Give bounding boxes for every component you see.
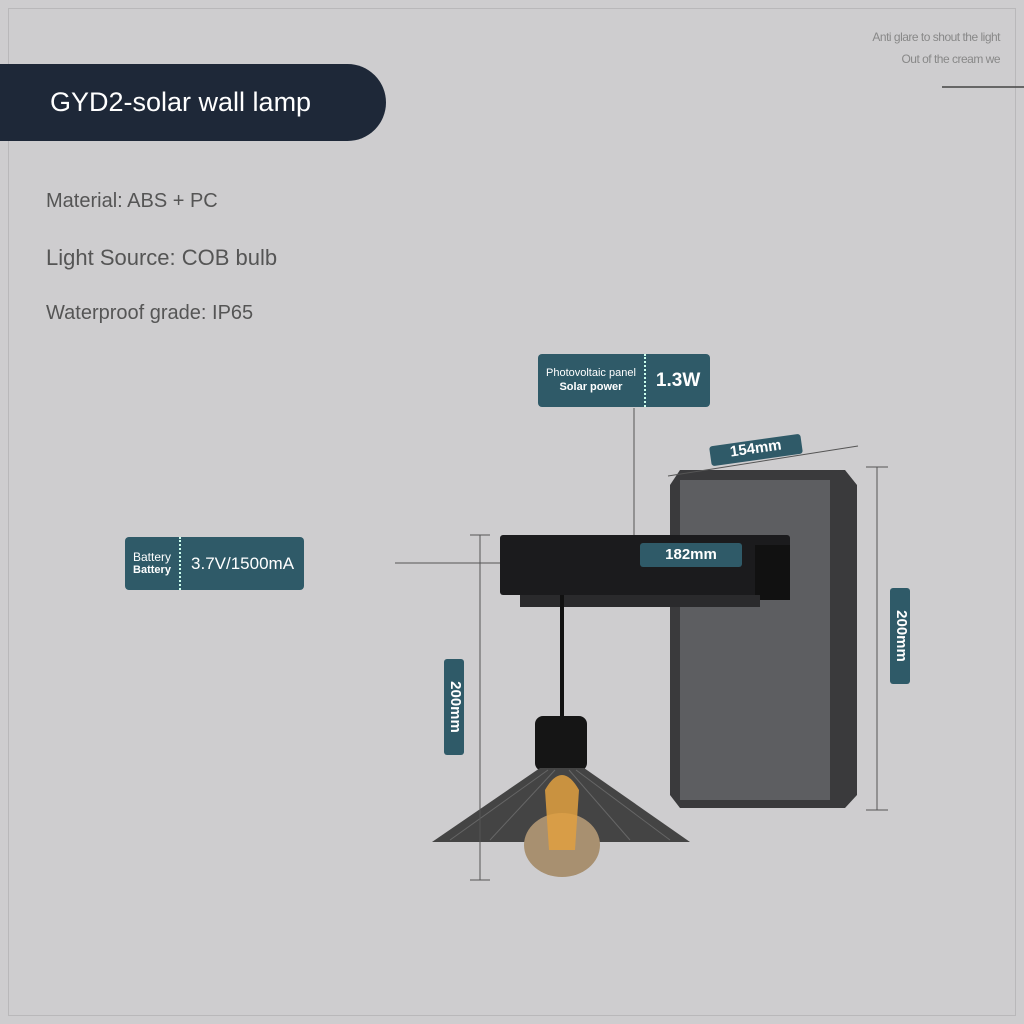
plate-height-label: 200mm <box>890 588 910 684</box>
page-title: GYD2-solar wall lamp <box>0 64 386 141</box>
drop-height-label: 200mm <box>444 659 464 755</box>
frame-border <box>8 8 1016 1016</box>
spec-light-source: Light Source: COB bulb <box>46 245 278 270</box>
note-line-1: Anti glare to shout the light <box>872 30 1000 44</box>
solar-label-2: Solar power <box>559 380 623 393</box>
spec-material: Material: ABS + PC <box>46 190 218 212</box>
arm-length-label: 182mm <box>640 543 742 567</box>
battery-value: 3.7V/1500mA <box>191 553 295 573</box>
battery-label-1: Battery <box>133 549 172 564</box>
solar-value: 1.3W <box>655 369 701 391</box>
note-line-2: Out of the cream we <box>901 52 1000 66</box>
spec-waterproof: Waterproof grade: IP65 <box>46 302 254 324</box>
battery-label-2: Battery <box>133 564 171 577</box>
solar-label-1: Photovoltaic panel <box>546 367 636 380</box>
